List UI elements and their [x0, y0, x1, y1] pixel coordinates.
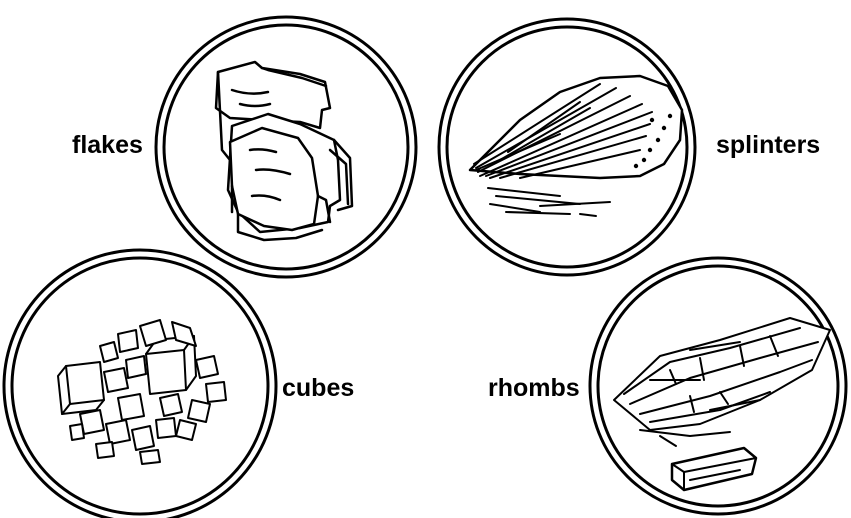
rhombs-crystal-icon — [614, 318, 830, 490]
cubes-crystal-icon — [58, 320, 226, 464]
label-rhombs: rhombs — [488, 376, 580, 401]
splinters-crystal-icon — [470, 76, 682, 216]
label-cubes: cubes — [282, 376, 354, 401]
cubes-circle — [4, 250, 276, 518]
flakes-crystal-icon — [216, 62, 352, 240]
label-splinters: splinters — [716, 133, 820, 158]
label-flakes: flakes — [72, 133, 143, 158]
